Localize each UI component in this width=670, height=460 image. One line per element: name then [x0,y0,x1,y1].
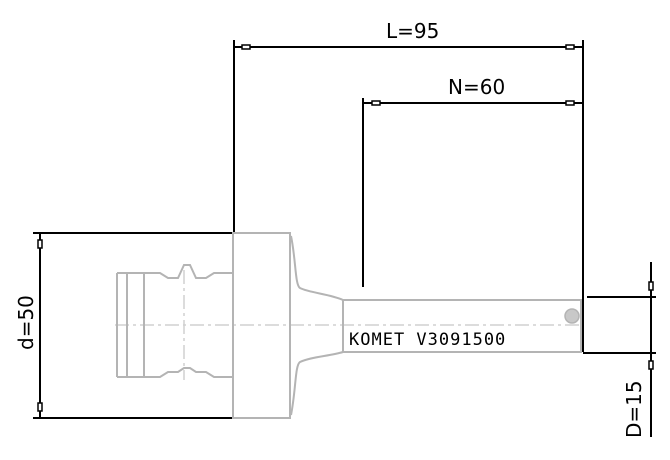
dimension-D-label: D=15 [622,380,646,438]
dimension-d: d=50 [14,232,234,419]
part-marking: KOMET V3091500 [349,330,506,350]
dimension-D: D=15 [583,262,656,438]
dimension-l: L=95 [233,19,584,352]
dimension-n-label: N=60 [448,75,505,99]
dimension-l-label: L=95 [386,19,439,43]
tool-body: KOMET V3091500 [115,232,582,419]
dimension-d-label: d=50 [14,295,38,350]
dimension-n: N=60 [362,75,583,287]
